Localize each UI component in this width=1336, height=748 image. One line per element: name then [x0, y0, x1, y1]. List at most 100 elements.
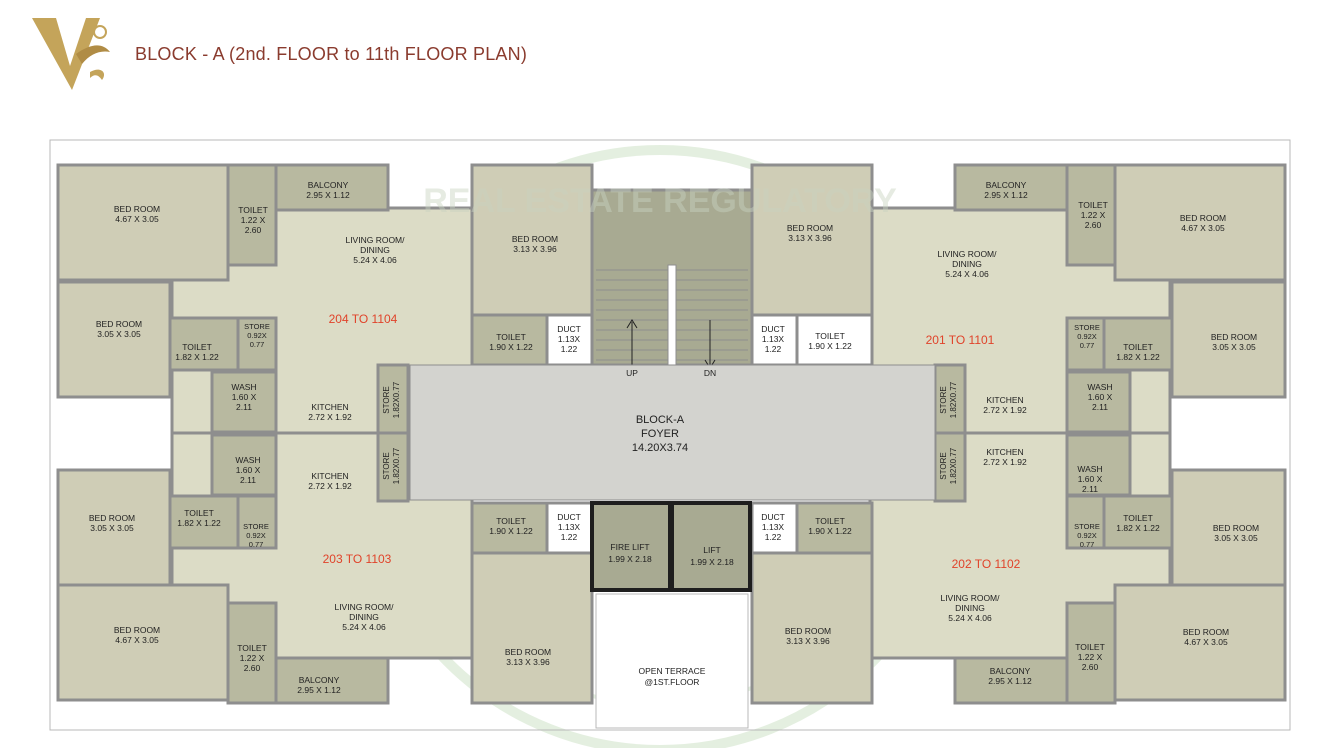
watermark-text: REAL ESTATE REGULATORY — [423, 182, 897, 220]
wash — [210, 433, 278, 497]
duct — [750, 501, 799, 555]
bed-room — [56, 280, 172, 399]
unit-label-201: 201 TO 1101 — [926, 333, 995, 347]
store — [376, 431, 410, 503]
foyer — [409, 364, 936, 501]
store — [376, 363, 410, 435]
page-title: BLOCK - A (2nd. FLOOR to 11th FLOOR PLAN… — [135, 44, 528, 64]
room-label: STORE1.82X0.77 — [382, 447, 401, 484]
store — [933, 363, 967, 435]
bed-room — [750, 163, 874, 317]
bed-room — [470, 551, 594, 705]
terrace-label: OPEN TERRACE@1ST.FLOOR — [639, 666, 706, 687]
toilet — [226, 601, 278, 705]
bed-room — [1170, 280, 1287, 399]
balcony — [274, 656, 390, 705]
open-terrace — [595, 593, 749, 729]
room-label: STORE1.82X0.77 — [382, 381, 401, 418]
room-label: STORE1.82X0.77 — [939, 447, 958, 484]
unit-202 — [750, 431, 1287, 705]
unit-label-202: 202 TO 1102 — [952, 557, 1021, 571]
logo-leaf-shape — [76, 45, 110, 64]
balcony — [953, 656, 1069, 705]
logo-leaf-shape-2 — [90, 69, 105, 80]
stair-up-label: UP — [626, 368, 638, 378]
unit-201 — [750, 163, 1287, 435]
room-label: STORE1.82X0.77 — [939, 381, 958, 418]
store — [1065, 494, 1106, 550]
bed-room — [1113, 163, 1287, 282]
balcony — [274, 163, 390, 212]
wash — [1065, 370, 1132, 434]
store — [1065, 316, 1106, 372]
bed-room — [750, 551, 874, 705]
unit-label-204: 204 TO 1104 — [329, 312, 398, 326]
lift — [670, 501, 752, 592]
stair-divider — [667, 264, 677, 366]
stair-down-label: DN — [704, 368, 716, 378]
toilet — [168, 316, 240, 372]
balcony — [953, 163, 1069, 212]
toilet — [1065, 163, 1117, 267]
toilet — [168, 494, 240, 550]
toilet — [1065, 601, 1117, 705]
up-arrow-icon — [626, 319, 638, 368]
toilet — [226, 163, 278, 267]
bed-room — [56, 468, 172, 587]
logo-flourish — [93, 25, 107, 39]
bed-room — [56, 163, 230, 282]
stair-treads — [596, 269, 748, 361]
wash — [1065, 433, 1132, 497]
toilet — [795, 313, 874, 367]
store — [236, 316, 278, 372]
brand-logo — [32, 18, 110, 90]
